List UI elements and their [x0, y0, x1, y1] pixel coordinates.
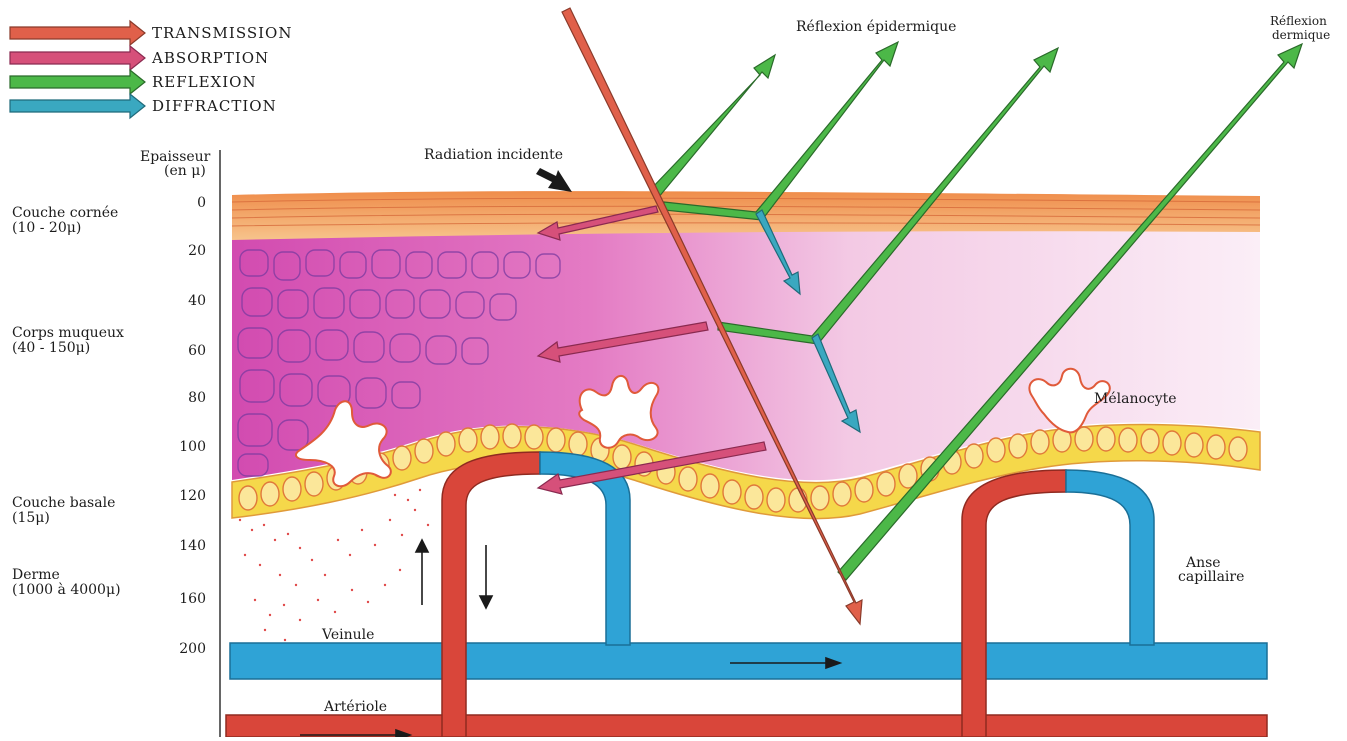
- reflexion-epidermique-label: Réflexion épidermique: [796, 20, 956, 35]
- tick-label: 100: [166, 440, 206, 455]
- tick-label: 40: [166, 294, 206, 309]
- radiation-label: Radiation incidente: [424, 148, 563, 163]
- capillary-loop-right-artery: [962, 470, 1066, 737]
- tick-label: 120: [166, 489, 206, 504]
- layer-cornee-thickness: (10 - 20μ): [12, 221, 81, 236]
- incident-radiation-arrow: [536, 168, 572, 192]
- tick-label: 20: [166, 244, 206, 259]
- layer-derme-name: Derme: [12, 568, 60, 583]
- legend-absorption-arrow: [10, 46, 145, 70]
- veinule: [230, 643, 1267, 679]
- layer-muqueux-name: Corps muqueux: [12, 326, 124, 341]
- legend-reflexion-label: REFLEXION: [152, 75, 257, 90]
- layer-muqueux-thickness: (40 - 150μ): [12, 341, 90, 356]
- layer-basale-name: Couche basale: [12, 496, 115, 511]
- legend-absorption-label: ABSORPTION: [152, 51, 269, 66]
- reflexion-dermique-label-1: Réflexion: [1270, 14, 1327, 29]
- tick-label: 80: [166, 391, 206, 406]
- layer-basale-thickness: (15μ): [12, 511, 50, 526]
- tick-label: 0: [166, 196, 206, 211]
- tick-label: 200: [166, 642, 206, 657]
- tick-label: 60: [166, 344, 206, 359]
- capillary-loop-left-artery: [442, 452, 540, 737]
- anse-label-2: capillaire: [1178, 570, 1244, 585]
- legend-arrows: [10, 21, 145, 118]
- veinule-label: Veinule: [322, 628, 374, 643]
- tick-label: 160: [166, 592, 206, 607]
- reflexion-dermique-label-2: dermique: [1272, 28, 1330, 43]
- axis-unit: (en μ): [164, 164, 206, 179]
- legend-transmission-label: TRANSMISSION: [152, 26, 292, 41]
- layer-derme-thickness: (1000 à 4000μ): [12, 583, 121, 598]
- arteriole: [226, 715, 1267, 737]
- layer-cornee-name: Couche cornée: [12, 206, 118, 221]
- tick-label: 140: [166, 539, 206, 554]
- melanocyte-label: Mélanocyte: [1094, 392, 1177, 407]
- legend-transmission-arrow: [10, 21, 145, 45]
- legend-diffraction-arrow: [10, 94, 145, 118]
- arteriole-label: Artériole: [324, 700, 387, 715]
- legend-reflexion-arrow: [10, 70, 145, 94]
- capillary-loop-right-vein: [1066, 470, 1154, 645]
- reflexion-arrow-1: [650, 55, 775, 198]
- legend-diffraction-label: DIFFRACTION: [152, 99, 277, 114]
